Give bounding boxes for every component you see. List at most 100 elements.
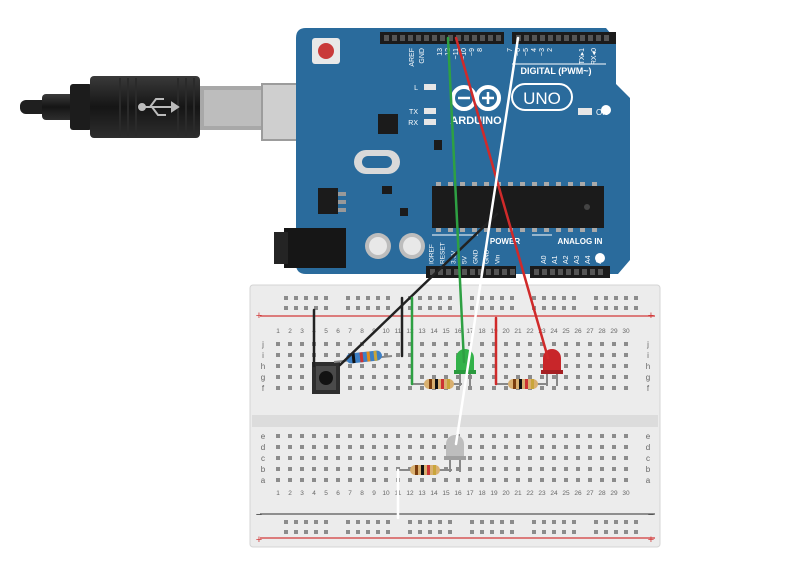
breadboard-hole[interactable] — [288, 456, 292, 460]
breadboard-hole[interactable] — [324, 306, 328, 310]
breadboard-hole[interactable] — [480, 353, 484, 357]
breadboard-hole[interactable] — [456, 386, 460, 390]
breadboard-hole[interactable] — [348, 445, 352, 449]
breadboard-hole[interactable] — [348, 434, 352, 438]
breadboard-hole[interactable] — [300, 478, 304, 482]
breadboard-hole[interactable] — [552, 445, 556, 449]
breadboard-hole[interactable] — [420, 364, 424, 368]
header-hole[interactable] — [580, 35, 585, 41]
breadboard-hole[interactable] — [532, 520, 536, 524]
breadboard-hole[interactable] — [564, 364, 568, 368]
breadboard-hole[interactable] — [386, 530, 390, 534]
breadboard-hole[interactable] — [576, 478, 580, 482]
breadboard-hole[interactable] — [468, 467, 472, 471]
breadboard-hole[interactable] — [492, 478, 496, 482]
breadboard-hole[interactable] — [336, 456, 340, 460]
breadboard-hole[interactable] — [408, 478, 412, 482]
header-hole[interactable] — [400, 35, 405, 41]
breadboard-hole[interactable] — [572, 296, 576, 300]
breadboard-hole[interactable] — [614, 296, 618, 300]
breadboard-hole[interactable] — [420, 386, 424, 390]
breadboard-hole[interactable] — [420, 456, 424, 460]
breadboard-hole[interactable] — [504, 434, 508, 438]
breadboard-hole[interactable] — [420, 353, 424, 357]
breadboard-hole[interactable] — [552, 478, 556, 482]
breadboard-hole[interactable] — [396, 353, 400, 357]
breadboard-hole[interactable] — [612, 386, 616, 390]
breadboard-hole[interactable] — [540, 445, 544, 449]
breadboard-hole[interactable] — [376, 520, 380, 524]
breadboard-hole[interactable] — [576, 375, 580, 379]
breadboard-hole[interactable] — [288, 434, 292, 438]
breadboard-hole[interactable] — [336, 467, 340, 471]
breadboard-hole[interactable] — [384, 456, 388, 460]
breadboard-hole[interactable] — [588, 364, 592, 368]
breadboard-hole[interactable] — [504, 353, 508, 357]
breadboard-hole[interactable] — [500, 306, 504, 310]
breadboard-hole[interactable] — [346, 306, 350, 310]
breadboard-hole[interactable] — [492, 353, 496, 357]
breadboard-hole[interactable] — [528, 434, 532, 438]
breadboard-hole[interactable] — [624, 386, 628, 390]
breadboard-hole[interactable] — [456, 342, 460, 346]
breadboard-hole[interactable] — [366, 306, 370, 310]
breadboard-hole[interactable] — [542, 306, 546, 310]
breadboard-hole[interactable] — [528, 467, 532, 471]
header-hole[interactable] — [502, 269, 507, 275]
breadboard-hole[interactable] — [470, 296, 474, 300]
breadboard-hole[interactable] — [384, 434, 388, 438]
breadboard-hole[interactable] — [532, 296, 536, 300]
breadboard-hole[interactable] — [346, 520, 350, 524]
breadboard-hole[interactable] — [564, 353, 568, 357]
breadboard-hole[interactable] — [312, 467, 316, 471]
breadboard-hole[interactable] — [600, 364, 604, 368]
breadboard-hole[interactable] — [432, 445, 436, 449]
header-hole[interactable] — [496, 35, 501, 41]
breadboard-hole[interactable] — [504, 445, 508, 449]
header-hole[interactable] — [384, 35, 389, 41]
breadboard-hole[interactable] — [490, 296, 494, 300]
breadboard-hole[interactable] — [324, 296, 328, 300]
breadboard-hole[interactable] — [510, 520, 514, 524]
breadboard-hole[interactable] — [600, 434, 604, 438]
breadboard-hole[interactable] — [480, 306, 484, 310]
breadboard-hole[interactable] — [444, 375, 448, 379]
header-hole[interactable] — [564, 35, 569, 41]
breadboard-hole[interactable] — [448, 306, 452, 310]
breadboard-hole[interactable] — [420, 478, 424, 482]
breadboard-hole[interactable] — [348, 456, 352, 460]
header-hole[interactable] — [432, 35, 437, 41]
breadboard-hole[interactable] — [552, 456, 556, 460]
breadboard-hole[interactable] — [504, 456, 508, 460]
breadboard-hole[interactable] — [300, 375, 304, 379]
breadboard-hole[interactable] — [480, 364, 484, 368]
breadboard-hole[interactable] — [600, 353, 604, 357]
breadboard-hole[interactable] — [300, 434, 304, 438]
breadboard-hole[interactable] — [480, 478, 484, 482]
breadboard-hole[interactable] — [418, 296, 422, 300]
header-hole[interactable] — [464, 35, 469, 41]
breadboard-hole[interactable] — [288, 364, 292, 368]
breadboard-hole[interactable] — [384, 386, 388, 390]
breadboard-hole[interactable] — [540, 342, 544, 346]
breadboard-hole[interactable] — [348, 478, 352, 482]
breadboard-hole[interactable] — [492, 386, 496, 390]
breadboard-hole[interactable] — [492, 445, 496, 449]
breadboard-hole[interactable] — [604, 530, 608, 534]
breadboard-hole[interactable] — [348, 364, 352, 368]
breadboard-hole[interactable] — [540, 456, 544, 460]
breadboard-hole[interactable] — [288, 353, 292, 357]
breadboard-hole[interactable] — [500, 296, 504, 300]
breadboard-hole[interactable] — [300, 364, 304, 368]
breadboard-hole[interactable] — [300, 445, 304, 449]
breadboard-hole[interactable] — [376, 530, 380, 534]
breadboard-hole[interactable] — [276, 445, 280, 449]
header-hole[interactable] — [416, 35, 421, 41]
breadboard-hole[interactable] — [300, 456, 304, 460]
breadboard-hole[interactable] — [480, 434, 484, 438]
breadboard-hole[interactable] — [428, 520, 432, 524]
breadboard-hole[interactable] — [432, 375, 436, 379]
breadboard-hole[interactable] — [564, 386, 568, 390]
header-hole[interactable] — [438, 269, 443, 275]
breadboard-hole[interactable] — [504, 342, 508, 346]
